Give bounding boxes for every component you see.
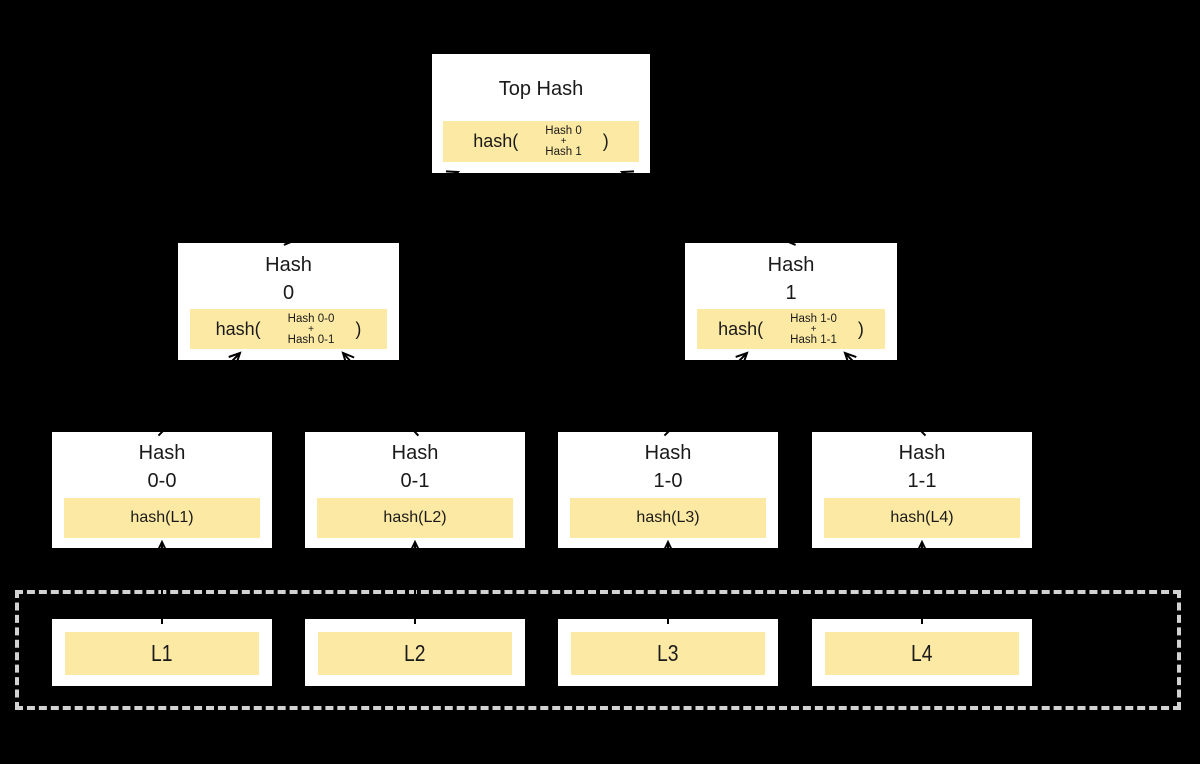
title-line2: 0-1: [400, 470, 430, 492]
node-hash-0-0: Hash 0-0 hash(L1): [52, 432, 272, 548]
title-line2: 0: [282, 282, 295, 304]
title-line1: Hash: [265, 254, 312, 276]
hash-args: Hash 1-0 + Hash 1-1: [790, 313, 837, 346]
hash-formula-band: hash(L3): [570, 498, 766, 538]
hash-fn-close: ): [857, 318, 864, 339]
hash-label: hash(L2): [383, 509, 447, 526]
hash-arg-1: Hash 0-0: [287, 312, 335, 325]
leaf-band: L1: [65, 632, 259, 675]
hash-fn-close: ): [602, 131, 609, 151]
node-hash-1: Hash 1 hash( Hash 1-0 + Hash 1-1 ): [685, 243, 897, 360]
hash-arg-1: Hash 0: [545, 125, 582, 137]
leaf-label: L4: [911, 640, 933, 666]
title-line2: 1-1: [907, 470, 937, 492]
plus-sign: +: [810, 323, 817, 335]
hash-formula-band: hash( Hash 1-0 + Hash 1-1 ): [697, 309, 885, 349]
hash-fn-close: ): [355, 318, 362, 339]
hash-arg-2: Hash 1: [545, 146, 582, 158]
leaf-l1: L1: [52, 619, 272, 686]
title-line2: 1: [785, 282, 797, 304]
node-title: Hash 1-0: [558, 432, 778, 495]
hash-fn-open: hash(: [473, 131, 519, 151]
leaf-l4: L4: [812, 619, 1032, 686]
hash-formula-band: hash( Hash 0 + Hash 1 ): [443, 121, 639, 162]
node-title: Hash 0-1: [305, 432, 525, 495]
hash-formula-band: hash(L4): [824, 498, 1020, 538]
title-line2: 0-0: [147, 470, 177, 492]
leaf-label: L1: [151, 640, 173, 666]
leaf-l3: L3: [558, 619, 778, 686]
node-hash-0-1: Hash 0-1 hash(L2): [305, 432, 525, 548]
node-title: Hash 1: [685, 243, 897, 307]
node-hash-0: Hash 0 hash( Hash 0-0 + Hash 0-1 ): [178, 243, 399, 360]
leaf-label: L2: [404, 640, 426, 666]
node-title: Top Hash: [498, 78, 584, 100]
data-blocks-container: [15, 590, 1181, 710]
hash-formula-band: hash(L1): [64, 498, 260, 538]
hash-label: hash(L1): [130, 509, 194, 526]
hash-formula-band: hash(L2): [317, 498, 513, 538]
title-line1: Hash: [391, 442, 439, 464]
plus-sign: +: [560, 136, 567, 147]
hash-fn-open: hash(: [215, 318, 261, 339]
leaf-band: L4: [825, 632, 1019, 675]
hash-label: hash(L4): [890, 509, 954, 526]
title-line1: Hash: [644, 442, 692, 464]
node-top-hash: Top Hash hash( Hash 0 + Hash 1 ): [432, 54, 650, 173]
leaf-l2: L2: [305, 619, 525, 686]
hash-args: Hash 0-0 + Hash 0-1: [288, 313, 335, 346]
plus-sign: +: [308, 323, 314, 335]
node-title: Hash 0: [178, 243, 399, 307]
title-line1: Hash: [898, 442, 946, 464]
title-line1: Hash: [767, 254, 815, 276]
leaf-band: L3: [571, 632, 765, 675]
hash-arg-2: Hash 1-1: [790, 333, 837, 346]
node-hash-1-0: Hash 1-0 hash(L3): [558, 432, 778, 548]
node-title: Hash 0-0: [52, 432, 272, 495]
hash-formula-band: hash( Hash 0-0 + Hash 0-1 ): [190, 309, 387, 349]
hash-arg-1: Hash 1-0: [790, 312, 837, 325]
leaf-label: L3: [657, 640, 679, 666]
leaf-band: L2: [318, 632, 512, 675]
node-hash-1-1: Hash 1-1 hash(L4): [812, 432, 1032, 548]
hash-label: hash(L3): [636, 509, 700, 526]
title-line2: 1-0: [653, 470, 683, 492]
hash-args: Hash 0 + Hash 1: [545, 125, 581, 158]
hash-fn-open: hash(: [718, 318, 764, 339]
hash-arg-2: Hash 0-1: [287, 333, 335, 346]
node-title: Hash 1-1: [812, 432, 1032, 495]
title-line1: Hash: [138, 442, 186, 464]
